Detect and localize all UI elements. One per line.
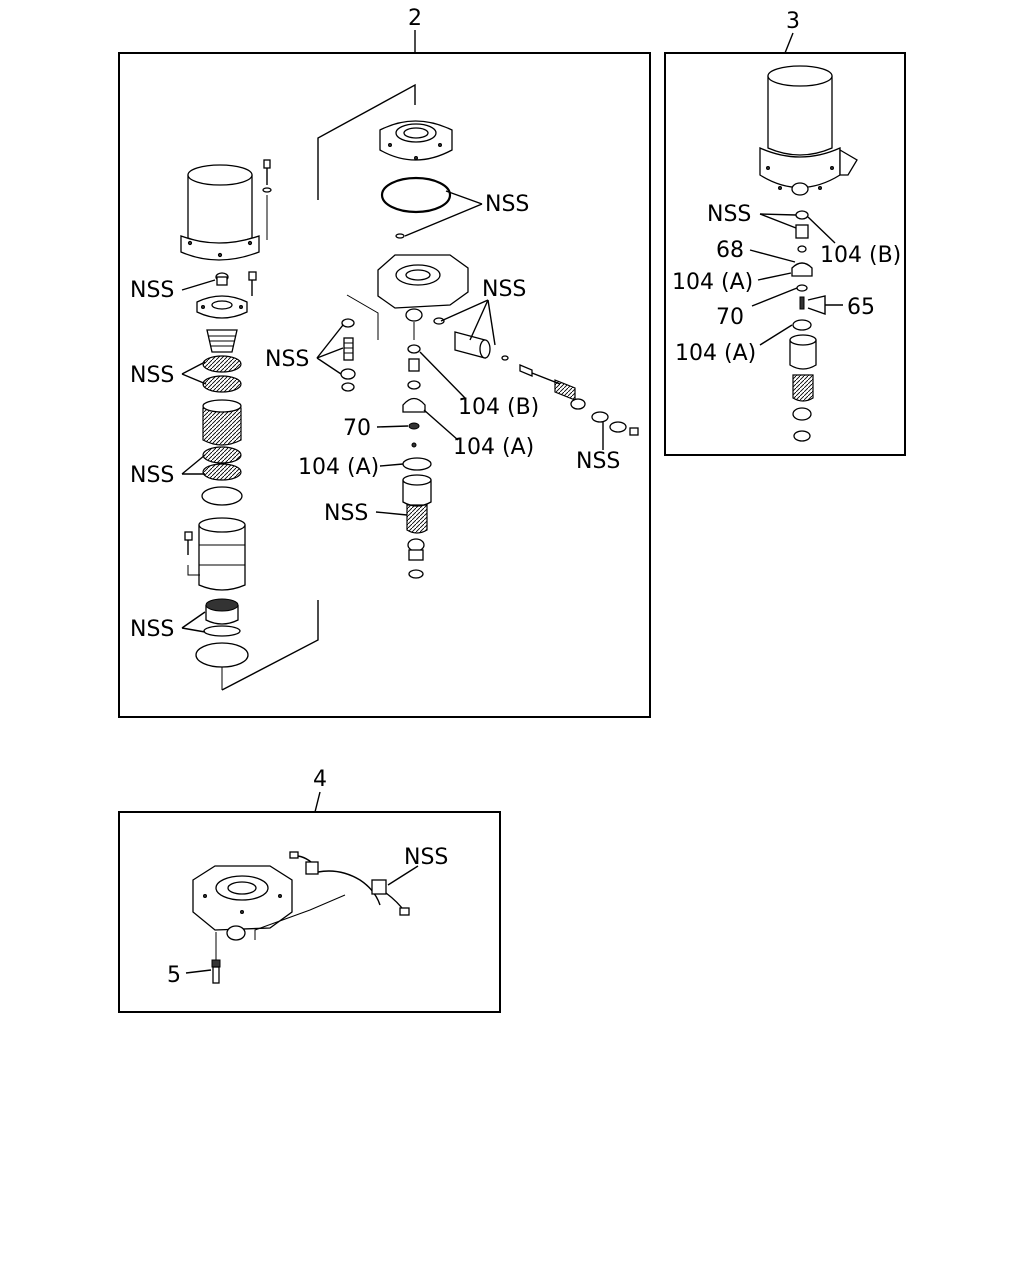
callout-p3-70: 70 xyxy=(716,305,744,330)
spring-cone xyxy=(206,329,238,353)
drain-filter xyxy=(195,598,249,690)
cover-plate xyxy=(196,295,248,319)
callout-p2-70: 70 xyxy=(343,416,371,441)
panel-2-number: 2 xyxy=(408,6,422,31)
panel-3: 3 NSS xyxy=(664,9,906,456)
filter-disc-lower xyxy=(201,446,243,506)
callout-p2-104b: 104 (B) xyxy=(458,395,539,420)
callout-p2-nss-bowl: NSS xyxy=(130,278,174,303)
desiccant-cartridge xyxy=(202,399,242,446)
panel-2-frame xyxy=(118,52,651,718)
callout-p4-5: 5 xyxy=(167,963,181,988)
nut-plug xyxy=(215,271,257,296)
stack-3 xyxy=(789,210,817,442)
callout-p2-104a-mid: 104 (A) xyxy=(453,435,534,460)
sensor-pin xyxy=(211,932,221,984)
callout-p3-104a-bottom: 104 (A) xyxy=(675,341,756,366)
callout-p2-nss-oring: NSS xyxy=(485,192,529,217)
filter-disc-upper xyxy=(202,355,242,393)
callout-p2-nss-check: NSS xyxy=(265,347,309,372)
callout-p2-nss-bottom: NSS xyxy=(130,617,174,642)
panel-4-number: 4 xyxy=(313,767,327,792)
panel-3-frame xyxy=(664,52,906,456)
callout-p2-nss-pin-parts: NSS xyxy=(576,449,620,474)
valve-housing-heater xyxy=(192,865,346,941)
callout-p3-104a-top: 104 (A) xyxy=(672,270,753,295)
dryer-assembly xyxy=(759,65,858,196)
callout-p3-65: 65 xyxy=(847,295,875,320)
callout-p3-nss: NSS xyxy=(707,202,751,227)
callout-p3-68: 68 xyxy=(716,238,744,263)
callout-p2-nss-cartridge: NSS xyxy=(324,501,368,526)
callout-p2-nss-springs-top: NSS xyxy=(130,363,174,388)
callout-p3-104b: 104 (B) xyxy=(820,243,901,268)
check-valve-parts xyxy=(340,294,379,392)
panel-2: 2 xyxy=(118,6,651,718)
panel-4: 4 NSS 5 xyxy=(118,767,501,1013)
base-housing xyxy=(184,517,246,591)
governor-parts xyxy=(433,317,639,436)
o-ring-large xyxy=(380,176,452,214)
callout-p2-nss-springs-bottom: NSS xyxy=(130,463,174,488)
panel-4-frame xyxy=(118,811,501,1013)
heater-wire xyxy=(289,851,410,916)
center-stack xyxy=(402,322,432,579)
callout-p2-104a-left: 104 (A) xyxy=(298,455,379,480)
valve-body xyxy=(377,254,469,322)
callout-p4-nss: NSS xyxy=(404,845,448,870)
bolt-top xyxy=(262,159,272,240)
callout-p2-nss-valve-parts: NSS xyxy=(482,277,526,302)
top-cover xyxy=(379,120,453,161)
dryer-canister-left xyxy=(180,164,260,261)
panel-3-number: 3 xyxy=(786,9,800,34)
